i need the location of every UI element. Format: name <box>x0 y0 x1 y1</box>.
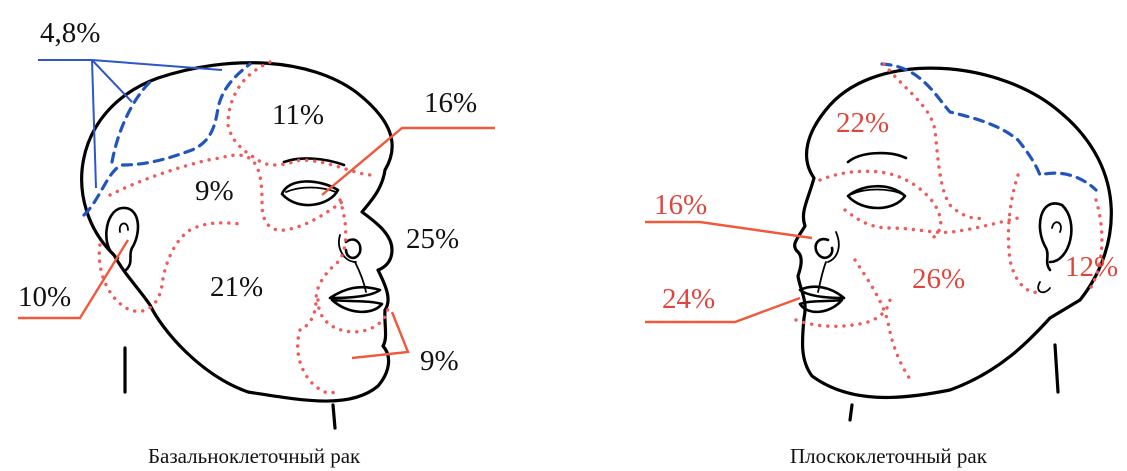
right-eyebrow <box>848 153 906 162</box>
left-ear <box>106 208 138 270</box>
left-leader-chin <box>352 312 408 358</box>
caption-right: Плоскоклеточный рак <box>790 444 988 468</box>
label-right-ear: 12% <box>1065 251 1118 283</box>
label-left-temple: 9% <box>195 175 234 207</box>
right-neck-front <box>850 405 852 420</box>
left-lower-lip <box>332 300 382 312</box>
label-left-perioral: 25% <box>406 223 459 255</box>
label-left-scalp: 4,8% <box>40 17 100 49</box>
left-upper-lip <box>330 287 380 298</box>
label-left-cheek: 21% <box>210 271 263 303</box>
right-zone-border-mouth <box>796 300 890 326</box>
label-left-ear: 10% <box>18 281 71 313</box>
label-right-nose: 16% <box>654 189 707 221</box>
left-nostril <box>346 240 360 258</box>
left-zone-border-chin <box>298 330 334 393</box>
left-ear-inner <box>120 223 128 232</box>
right-neck-back <box>1055 345 1058 392</box>
right-hairline <box>882 64 1096 190</box>
right-nostril <box>816 239 833 258</box>
left-eye <box>282 181 338 205</box>
label-left-nose: 16% <box>424 87 477 119</box>
right-zone-border-cheek <box>845 210 1018 232</box>
label-right-lips: 24% <box>662 283 715 315</box>
left-leader-nose <box>322 128 495 195</box>
left-leader-scalp <box>38 60 222 188</box>
right-ear-lobe <box>1038 282 1050 292</box>
left-zone-border-mouth <box>318 300 388 332</box>
right-zone-border-forehead <box>884 64 985 218</box>
right-head-figure: 22% 16% 24% 26% 12% Плоскоклеточный рак <box>645 64 1118 468</box>
label-left-chin: 9% <box>420 345 459 377</box>
label-right-forehead: 22% <box>836 107 889 139</box>
right-upper-lip <box>800 287 844 298</box>
left-hairline-back <box>112 82 150 162</box>
left-neck-front <box>333 405 335 428</box>
label-right-cheek: 26% <box>912 263 965 295</box>
left-zone-border-cheek <box>300 200 346 330</box>
right-leader-nose <box>645 222 812 238</box>
label-left-forehead: 11% <box>272 99 324 131</box>
right-ear-inner <box>1052 222 1061 232</box>
caption-left: Базальноклеточный рак <box>148 444 361 468</box>
right-zone-border-jaw <box>855 260 912 382</box>
left-head-figure: 4,8% 11% 16% 9% 25% 10% 21% 9% Базальнок… <box>18 17 495 468</box>
